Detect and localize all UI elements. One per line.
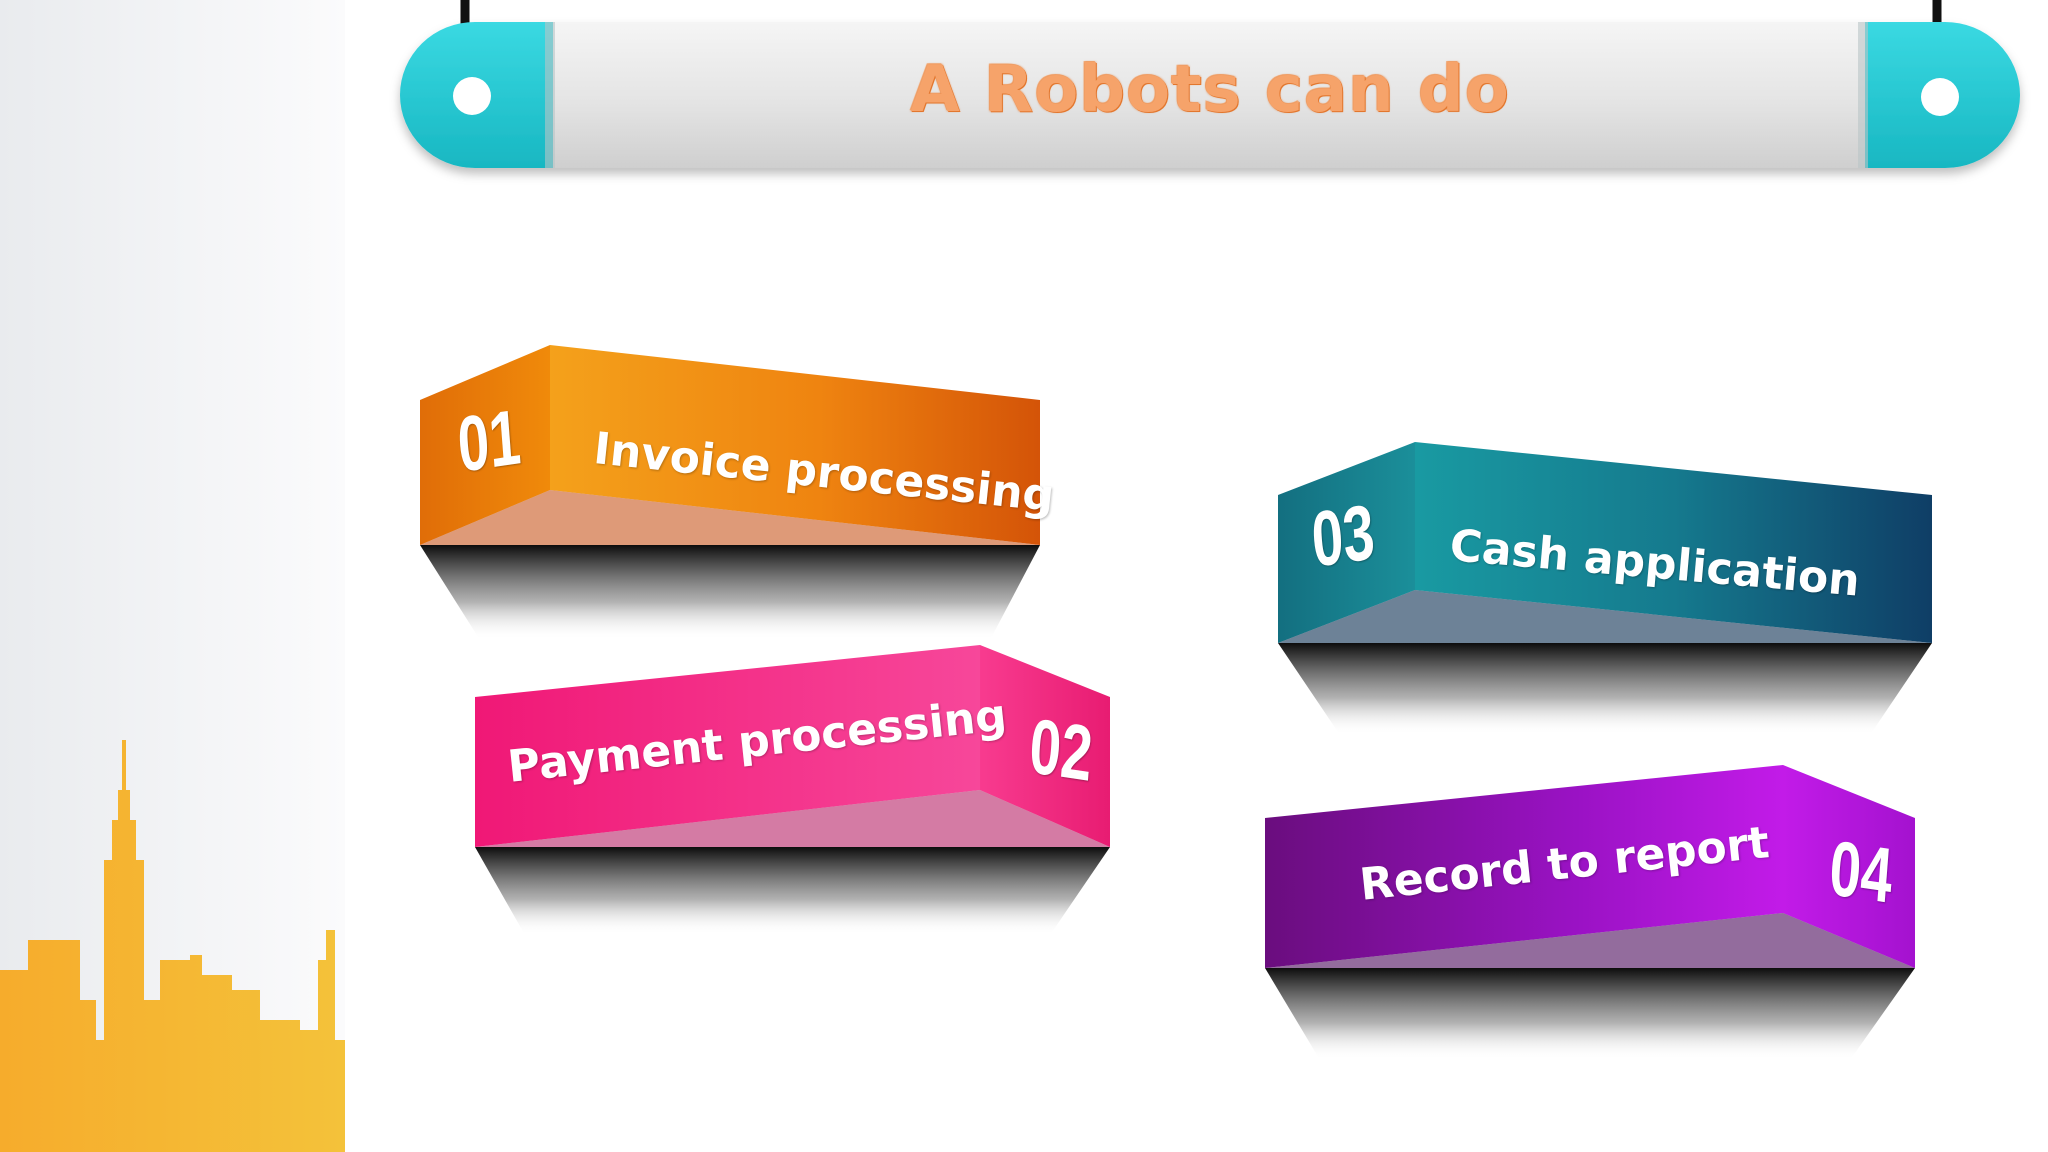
title-banner — [400, 0, 2020, 168]
item-label-04: Record to report — [1357, 817, 1772, 911]
item-label-03: Cash application — [1447, 520, 1862, 607]
item-number-02: 02 — [1026, 701, 1096, 798]
city-skyline-icon — [0, 740, 345, 1152]
circle-icon — [453, 77, 491, 115]
sidebar-panel — [0, 0, 345, 1152]
page-title: A Robots can do — [910, 53, 1510, 127]
item-number-03: 03 — [1308, 487, 1378, 584]
item-label-01: Invoice processing — [591, 423, 1057, 523]
item-number-01: 01 — [454, 392, 524, 489]
circle-icon — [1921, 78, 1959, 116]
item-label-02: Payment processing — [505, 689, 1010, 793]
item-number-04: 04 — [1826, 823, 1896, 920]
banner-bar — [545, 22, 1875, 168]
